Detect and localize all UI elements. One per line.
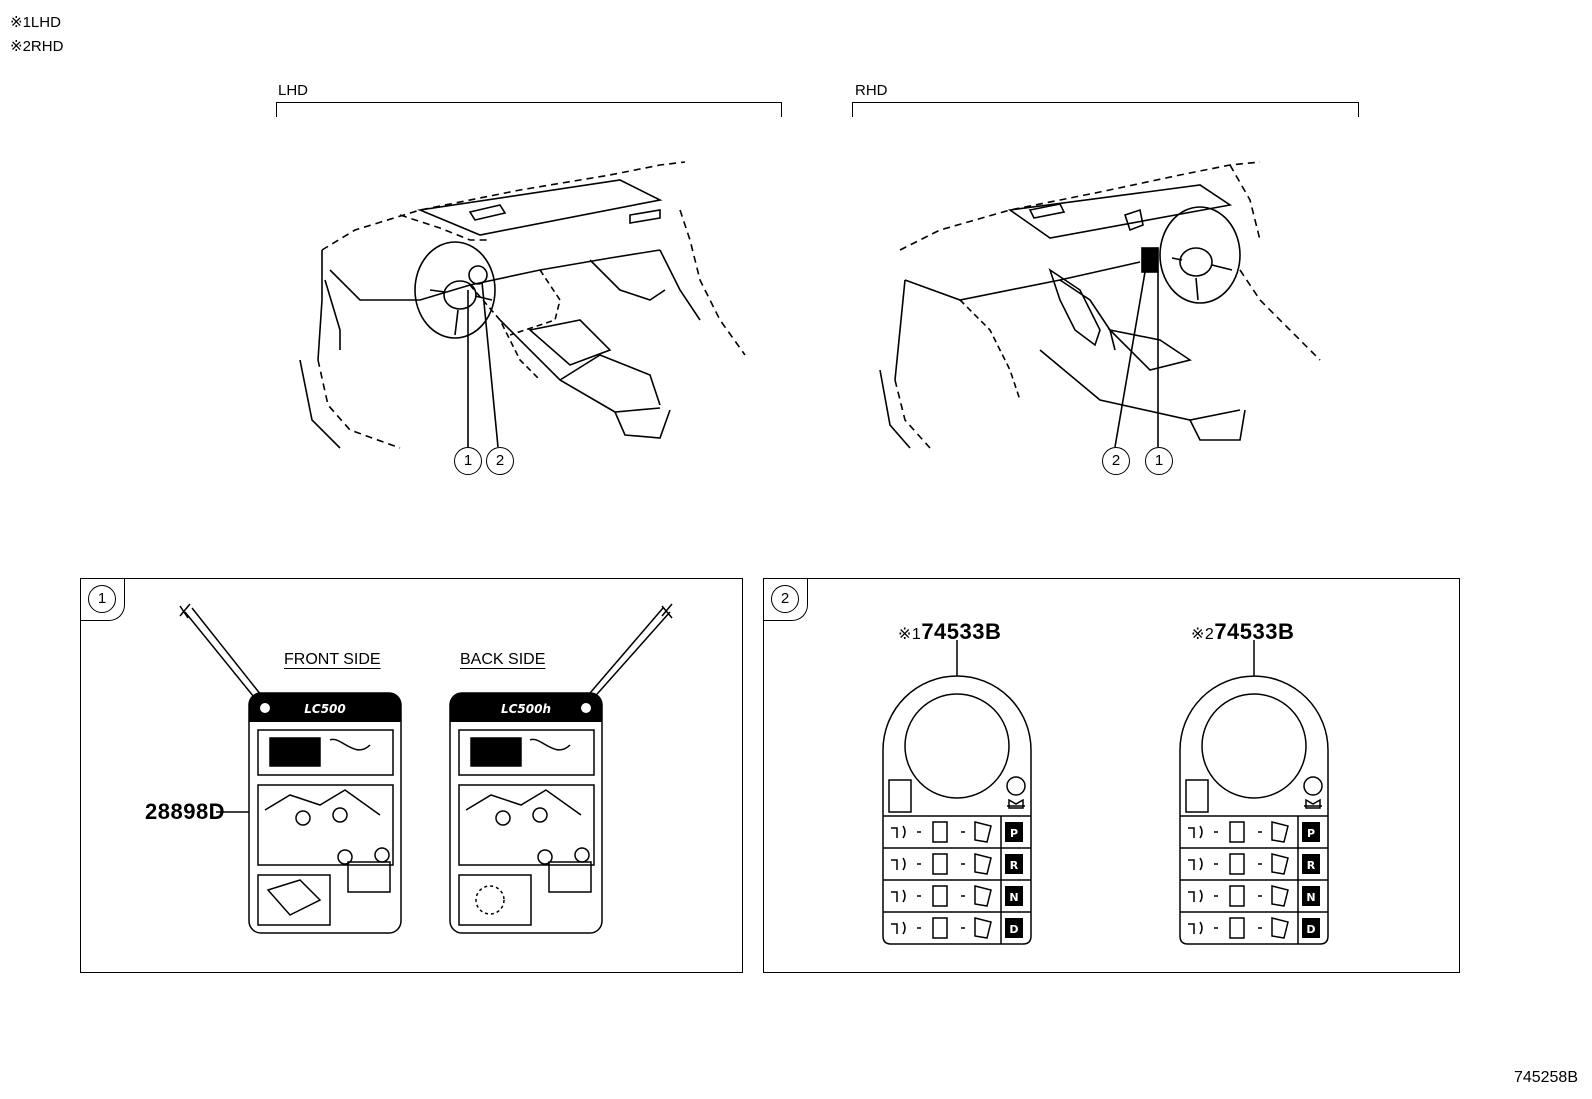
note-rhd: ※2RHD xyxy=(10,38,63,56)
tag-rhd-gear-d-label: D xyxy=(1306,923,1315,936)
tag-lhd-outline xyxy=(882,675,1032,945)
tag-rhd-manual-icon xyxy=(1304,798,1322,809)
front-tag-title: LC500 xyxy=(304,702,346,716)
note-lhd-label: LHD xyxy=(30,14,61,31)
back-side-label: BACK SIDE xyxy=(460,651,546,668)
panel-2-tab: 2 xyxy=(763,578,808,621)
lhd-view-bracket xyxy=(276,102,782,117)
tag-lhd-gear-d-badge xyxy=(1005,918,1023,938)
tag-rhd-gear-p-label: P xyxy=(1307,827,1315,840)
part-number-74533b-rhd: ※274533B xyxy=(1191,619,1294,645)
tag-rhd-hand-icon xyxy=(1229,821,1289,843)
tag-lhd-diagram-icon xyxy=(888,779,912,813)
tag-lhd-instruction-icon xyxy=(891,889,921,903)
tag-rhd-hand-icon xyxy=(1229,853,1289,875)
tag-lhd-gear-r-label: R xyxy=(1010,859,1019,872)
note-rhd-mark: ※2 xyxy=(10,38,31,55)
panel-1: 1 FRONT SIDE BACK SIDE 28898D xyxy=(80,578,743,973)
tag-lhd-indicator-icon xyxy=(1006,776,1026,796)
tag-rhd-mark: ※2 xyxy=(1191,626,1215,643)
tag-lhd-hand-icon xyxy=(932,821,992,843)
tag-lhd-instruction-icon xyxy=(891,857,921,871)
panel-2-callout: 2 xyxy=(771,585,799,613)
tag-lhd-mark: ※1 xyxy=(898,626,922,643)
tag-rhd-gear-r-label: R xyxy=(1307,859,1316,872)
tag-rhd-hand-icon xyxy=(1229,885,1289,907)
tag-rhd-diagram-icon xyxy=(1185,779,1209,813)
tag-lhd-hand-icon xyxy=(932,885,992,907)
part-number-28898d: 28898D xyxy=(145,799,226,824)
back-tag-title: LC500h xyxy=(501,702,551,716)
tag-rhd-gear-n-label: N xyxy=(1306,891,1315,904)
tag-lhd-part-number: 74533B xyxy=(921,619,1002,644)
panel-2: 2 ※174533B ※274533B xyxy=(763,578,1460,973)
lhd-callout-2: 2 xyxy=(486,447,514,475)
tag-rhd-gear-n-badge xyxy=(1302,886,1320,906)
tag-rhd-indicator-icon xyxy=(1303,776,1323,796)
tag-rhd-instruction-icon xyxy=(1188,921,1218,935)
lhd-callout-1: 1 xyxy=(454,447,482,475)
tag-lhd-gear-r-badge xyxy=(1005,854,1023,874)
tag-rhd-outline xyxy=(1179,675,1329,945)
tag-rhd-gear-d-badge xyxy=(1302,918,1320,938)
tag-lhd-gear-p-label: P xyxy=(1010,827,1018,840)
diagram-id: 745258B xyxy=(1513,1069,1578,1086)
tag-lhd-gear-n-label: N xyxy=(1009,891,1018,904)
tag-rhd-hand-icon xyxy=(1229,917,1289,939)
tag-rhd-hole xyxy=(1201,693,1307,799)
rhd-view-bracket xyxy=(852,102,1359,117)
note-lhd: ※1LHD xyxy=(10,14,61,32)
tag-lhd-instruction-icon xyxy=(891,825,921,839)
tag-lhd-gear-d-label: D xyxy=(1009,923,1018,936)
tag-lhd-hand-icon xyxy=(932,853,992,875)
rhd-callout-1: 1 xyxy=(1145,447,1173,475)
rhd-callout-2: 2 xyxy=(1102,447,1130,475)
panel-1-callout: 1 xyxy=(88,585,116,613)
note-rhd-label: RHD xyxy=(30,38,64,55)
tag-rhd-part-number: 74533B xyxy=(1214,619,1295,644)
panel-1-tab: 1 xyxy=(80,578,125,621)
part-number-74533b-lhd: ※174533B xyxy=(898,619,1001,645)
tag-rhd-instruction-icon xyxy=(1188,825,1218,839)
lhd-view-label: LHD xyxy=(278,82,309,99)
note-lhd-mark: ※1 xyxy=(10,14,31,31)
front-side-label: FRONT SIDE xyxy=(284,651,381,668)
tag-lhd-instruction-icon xyxy=(891,921,921,935)
tag-lhd-hole xyxy=(904,693,1010,799)
tag-lhd-hand-icon xyxy=(932,917,992,939)
tag-rhd-gear-p-badge xyxy=(1302,822,1320,842)
tag-rhd-instruction-icon xyxy=(1188,857,1218,871)
rhd-view-label: RHD xyxy=(855,82,888,99)
tag-lhd-gear-n-badge xyxy=(1005,886,1023,906)
tag-rhd-instruction-icon xyxy=(1188,889,1218,903)
tag-lhd-gear-p-badge xyxy=(1005,822,1023,842)
tag-lhd-manual-icon xyxy=(1007,798,1025,809)
tag-rhd-gear-r-badge xyxy=(1302,854,1320,874)
